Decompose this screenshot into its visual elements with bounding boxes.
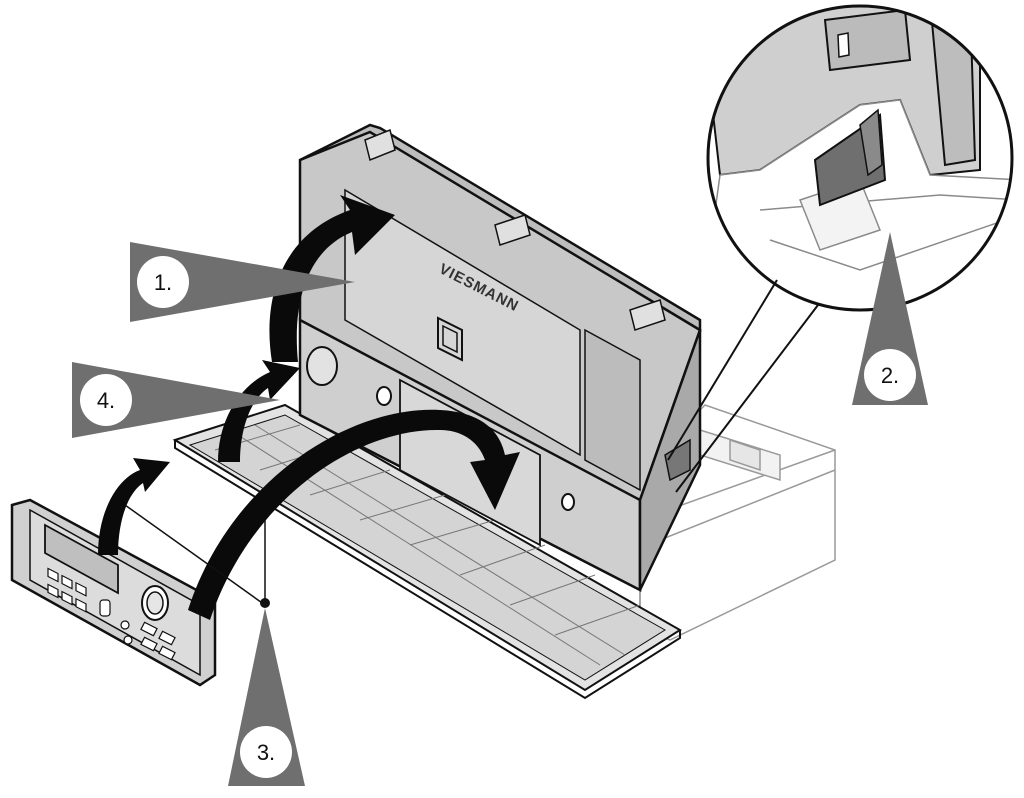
control-housing (298, 123, 702, 593)
step-label-1: 1. (154, 270, 172, 295)
leader-dot-step-3 (260, 598, 270, 608)
arrow-step-3 (188, 409, 520, 620)
step-label-2: 2. (881, 363, 899, 388)
step-label-4: 4. (97, 388, 115, 413)
magnified-detail (706, 4, 1014, 312)
programming-unit (10, 498, 217, 687)
arrow-step-1 (269, 195, 395, 362)
callout-step-1: 1. (130, 242, 355, 322)
magnifier-leader-lines (667, 279, 819, 493)
arrow-programming-unit (98, 458, 170, 555)
step-label-3: 3. (257, 740, 275, 765)
arrow-step-4 (218, 360, 300, 462)
callout-step-3: 3. (228, 608, 305, 786)
leader-step-3 (124, 504, 266, 606)
callout-step-2: 2. (852, 232, 928, 405)
callout-step-4: 4. (72, 362, 280, 438)
